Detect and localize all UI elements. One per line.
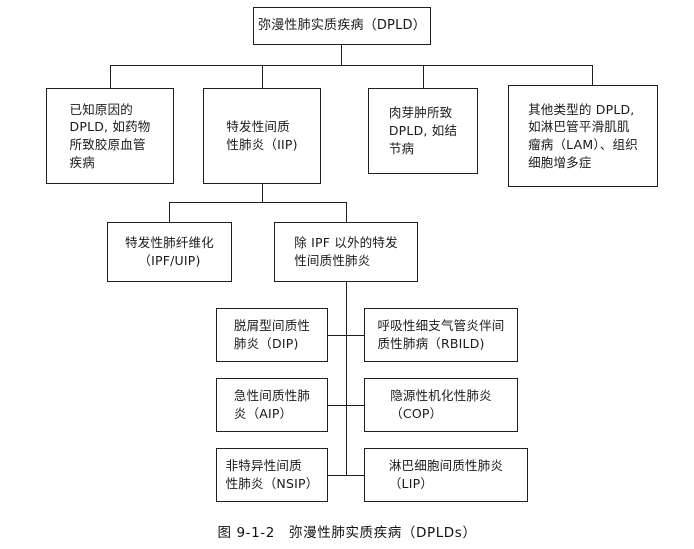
node-non-ipf-iip[interactable]: 除 IPF 以外的特发 性间质性肺炎	[274, 222, 418, 282]
node-known-cause-dpld-label: 已知原因的 DPLD, 如药物 所致胶原血管 疾病	[69, 101, 151, 170]
connector-branch-nsip-lip	[328, 475, 364, 476]
node-dip[interactable]: 脱屑型间质性 肺炎（DIP)	[216, 308, 328, 362]
node-known-cause-dpld[interactable]: 已知原因的 DPLD, 如药物 所致胶原血管 疾病	[46, 88, 174, 184]
connector-drop-other-types	[592, 65, 593, 85]
node-nsip[interactable]: 非特异性间质 性肺炎（NSIP）	[216, 448, 328, 502]
node-lip-label: 淋巴细胞间质性肺炎 （LIP）	[388, 458, 504, 491]
node-ipf-uip-label: 特发性肺纤维化 （IPF/UIP)	[125, 235, 214, 268]
node-granulomatous-dpld-label: 肉芽肿所致 DPLD, 如结 节病	[388, 105, 458, 156]
connector-branch-dip-rbild	[328, 335, 364, 336]
connector-drop-ipf-uip	[169, 202, 170, 222]
connector-root-stem	[341, 45, 342, 65]
connector-drop-iip	[262, 65, 263, 88]
node-lip[interactable]: 淋巴细胞间质性肺炎 （LIP）	[364, 448, 528, 502]
node-iip-label: 特发性间质 性肺炎（IIP)	[226, 119, 298, 152]
node-other-dpld-types[interactable]: 其他类型的 DPLD, 如淋巴管平滑肌肌 瘤病（LAM）、组织 细胞增多症	[508, 85, 658, 187]
connector-branch-aip-cop	[328, 405, 364, 406]
node-non-ipf-iip-label: 除 IPF 以外的特发 性间质性肺炎	[294, 235, 398, 268]
node-cop-label: 隐源性机化性肺炎 （COP）	[390, 388, 492, 421]
connector-non-ipf-spine	[346, 282, 347, 475]
node-dip-label: 脱屑型间质性 肺炎（DIP)	[233, 318, 311, 351]
node-nsip-label: 非特异性间质 性肺炎（NSIP）	[225, 458, 319, 491]
node-granulomatous-dpld[interactable]: 肉芽肿所致 DPLD, 如结 节病	[368, 88, 478, 174]
node-rbild[interactable]: 呼吸性细支气管炎伴间 质性肺病（RBILD)	[364, 308, 518, 362]
node-other-dpld-types-label: 其他类型的 DPLD, 如淋巴管平滑肌肌 瘤病（LAM）、组织 细胞增多症	[528, 101, 638, 170]
node-cop[interactable]: 隐源性机化性肺炎 （COP）	[364, 378, 518, 432]
node-aip-label: 急性间质性肺 炎（AIP）	[233, 388, 311, 421]
node-iip[interactable]: 特发性间质 性肺炎（IIP)	[203, 88, 321, 184]
connector-level1-bus	[110, 65, 592, 66]
connector-level2-bus	[169, 202, 346, 203]
connector-drop-granuloma	[423, 65, 424, 88]
figure-caption: 图 9-1-2 弥漫性肺实质疾病（DPLDs）	[217, 525, 477, 541]
connector-drop-known-cause	[110, 65, 111, 88]
node-ipf-uip[interactable]: 特发性肺纤维化 （IPF/UIP)	[107, 222, 232, 282]
connector-iip-stem	[262, 184, 263, 202]
node-root-dpld[interactable]: 弥漫性肺实质疾病（DPLD）	[253, 7, 431, 45]
node-root-dpld-label: 弥漫性肺实质疾病（DPLD）	[258, 17, 426, 33]
node-rbild-label: 呼吸性细支气管炎伴间 质性肺病（RBILD)	[377, 318, 505, 351]
node-aip[interactable]: 急性间质性肺 炎（AIP）	[216, 378, 328, 432]
connector-drop-non-ipf	[346, 202, 347, 222]
